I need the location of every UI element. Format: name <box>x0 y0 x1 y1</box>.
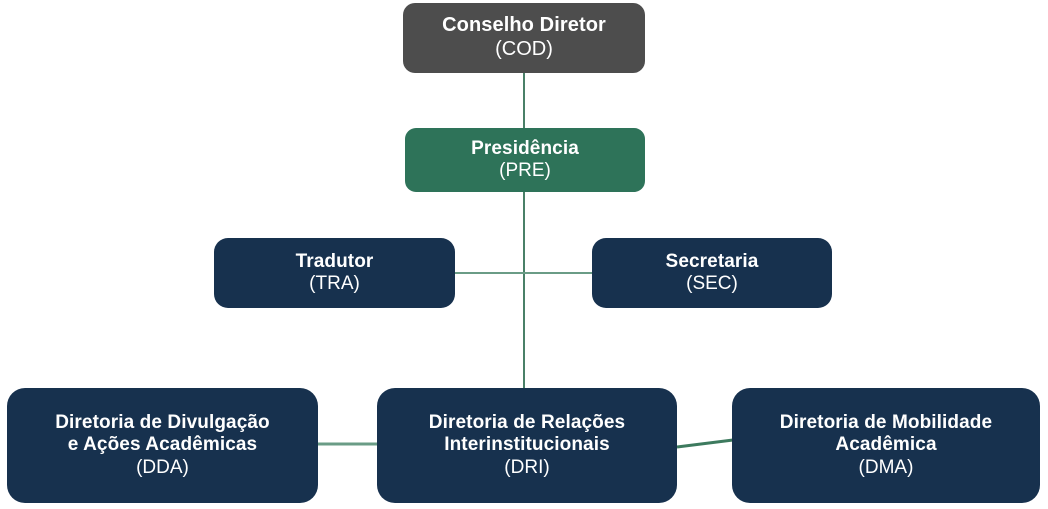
node-dri-title-line2: Interinstitucionais <box>444 434 610 456</box>
node-cod-title: Conselho Diretor <box>442 14 606 37</box>
node-conselho-diretor[interactable]: Conselho Diretor (COD) <box>403 3 645 73</box>
node-cod-code: (COD) <box>495 38 553 60</box>
node-pre-title: Presidência <box>471 137 579 159</box>
node-dma-title-line2: Acadêmica <box>835 434 937 456</box>
node-dma-code: (DMA) <box>858 456 914 478</box>
node-presidencia[interactable]: Presidência (PRE) <box>405 128 645 192</box>
node-diretoria-relacoes-interinstitucionais[interactable]: Diretoria de Relações Interinstitucionai… <box>377 388 677 503</box>
node-dri-code: (DRI) <box>504 456 550 478</box>
node-secretaria[interactable]: Secretaria (SEC) <box>592 238 832 308</box>
node-dda-code: (DDA) <box>136 456 189 478</box>
node-diretoria-mobilidade-academica[interactable]: Diretoria de Mobilidade Acadêmica (DMA) <box>732 388 1040 503</box>
node-sec-title: Secretaria <box>665 250 759 272</box>
node-pre-code: (PRE) <box>499 160 551 181</box>
connector-dri-dma <box>676 438 734 449</box>
node-dda-title-line2: e Ações Acadêmicas <box>67 434 258 456</box>
node-tradutor[interactable]: Tradutor (TRA) <box>214 238 455 308</box>
node-tra-title: Tradutor <box>295 250 374 272</box>
node-diretoria-divulgacao-acoes-academicas[interactable]: Diretoria de Divulgação e Ações Acadêmic… <box>7 388 318 503</box>
node-dri-title-line1: Diretoria de Relações <box>428 411 626 433</box>
node-tra-code: (TRA) <box>309 273 360 294</box>
node-dda-title-line1: Diretoria de Divulgação <box>55 411 270 433</box>
node-dma-title-line1: Diretoria de Mobilidade <box>779 411 993 433</box>
node-sec-code: (SEC) <box>686 273 738 294</box>
